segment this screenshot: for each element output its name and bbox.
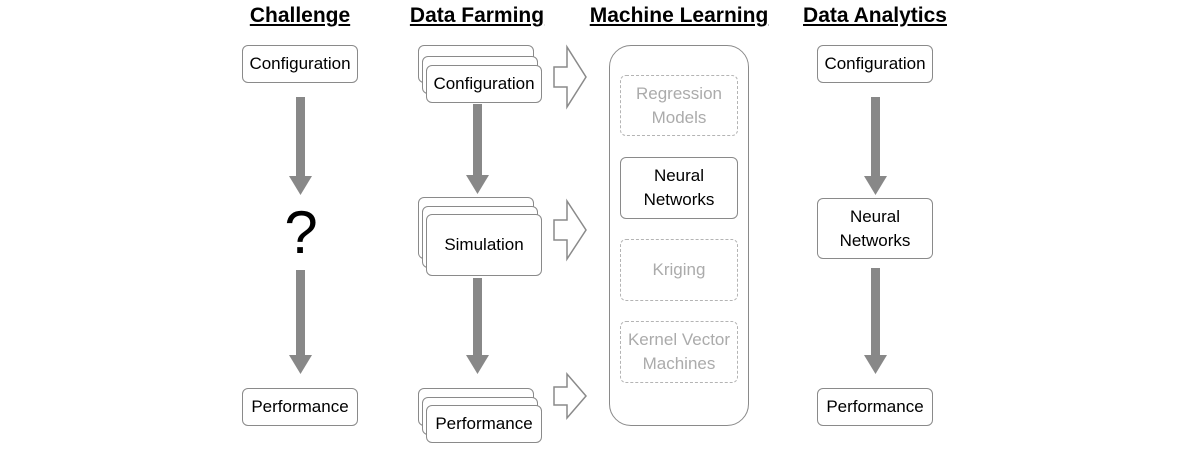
ml-model-kriging: Kriging: [620, 239, 738, 301]
hollow-arrow-simulation: [553, 198, 587, 262]
ml-model-regression-line2: Models: [651, 107, 707, 127]
ml-model-kriging-label: Kriging: [652, 260, 706, 279]
challenge-configuration-label: Configuration: [249, 54, 351, 73]
unknown-question-mark: ?: [284, 199, 318, 266]
analytics-neural-networks-box: Neural Networks: [817, 198, 933, 259]
ml-model-neural-line1: Neural: [653, 166, 705, 185]
analytics-performance-box: Performance: [817, 388, 933, 426]
ml-model-kernel-line2: Machines: [642, 354, 716, 373]
analytics-arrow-bottom: [864, 268, 887, 374]
challenge-configuration-box: Configuration: [242, 45, 358, 83]
farming-arrow-bottom: [466, 278, 489, 374]
farming-performance-label: Performance: [435, 414, 533, 433]
farming-simulation-label: Simulation: [444, 235, 524, 254]
hollow-arrow-configuration: [553, 44, 587, 110]
analytics-neural-line1: Neural: [849, 206, 901, 226]
analytics-performance-label: Performance: [826, 397, 924, 416]
challenge-arrow-bottom: [289, 270, 312, 374]
analytics-configuration-label: Configuration: [824, 54, 926, 73]
challenge-arrow-top: [289, 97, 312, 195]
hollow-arrow-performance: [553, 371, 587, 421]
farming-arrow-top: [466, 104, 489, 194]
ml-model-kernel-line1: Kernel Vector: [627, 330, 731, 349]
header-data-analytics: Data Analytics: [803, 4, 947, 27]
ml-model-neural-line2: Networks: [643, 190, 715, 209]
challenge-performance-box: Performance: [242, 388, 358, 426]
challenge-performance-label: Performance: [251, 397, 349, 416]
header-machine-learning: Machine Learning: [589, 4, 769, 27]
analytics-neural-line2: Networks: [839, 230, 911, 250]
farming-performance-box: Performance: [426, 405, 542, 443]
ml-model-neural-networks: Neural Networks: [620, 157, 738, 219]
ml-model-regression-line1: Regression: [636, 83, 722, 103]
farming-configuration-label: Configuration: [433, 74, 535, 93]
header-challenge: Challenge: [249, 4, 351, 27]
analytics-arrow-top: [864, 97, 887, 195]
farming-configuration-box: Configuration: [426, 65, 542, 103]
ml-model-regression: Regression Models: [620, 75, 738, 136]
ml-model-kernel-vector-machines: Kernel Vector Machines: [620, 321, 738, 383]
farming-simulation-box: Simulation: [426, 214, 542, 276]
analytics-configuration-box: Configuration: [817, 45, 933, 83]
header-data-farming: Data Farming: [409, 4, 545, 27]
